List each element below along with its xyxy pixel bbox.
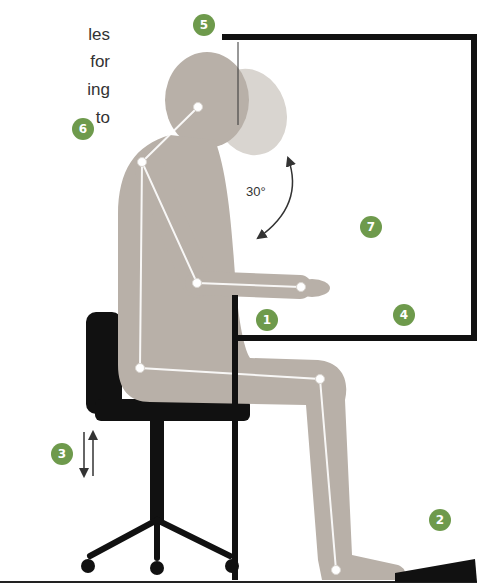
text-fragment: ing	[87, 81, 110, 100]
callout-circle: 6	[72, 118, 94, 140]
callout-circle: 4	[393, 304, 415, 326]
callout-number: 4	[400, 309, 408, 321]
callout-number: 1	[263, 314, 271, 326]
callout-circle: 3	[51, 443, 73, 465]
callout-number: 5	[200, 19, 208, 31]
callout-number: 2	[436, 514, 444, 526]
sight-line	[238, 42, 239, 125]
callout-number: 6	[79, 123, 87, 135]
callout-circle: 1	[256, 309, 278, 331]
monitor-desk	[222, 37, 474, 580]
callout-number: 3	[58, 448, 66, 460]
footrest	[395, 559, 477, 582]
text-fragment: for	[90, 53, 110, 72]
angle-label: 30°	[246, 185, 266, 199]
height-arrows	[84, 432, 93, 476]
person	[118, 52, 405, 580]
callout-circle: 5	[193, 14, 215, 36]
text-fragment: les	[88, 26, 110, 45]
callout-circle: 7	[360, 216, 382, 238]
callout-number: 7	[367, 221, 375, 233]
callout-circle: 2	[429, 509, 451, 531]
text-fragment: to	[96, 109, 110, 128]
